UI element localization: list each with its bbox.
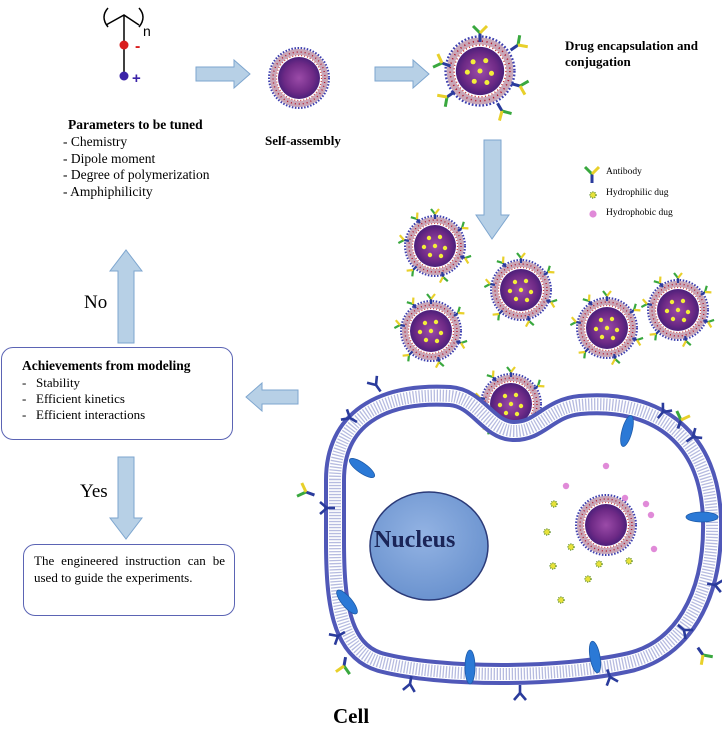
parameter-item: - Amphiphilicity	[63, 183, 153, 199]
arrow-right-2	[374, 58, 430, 90]
self-assembly-label: Self-assembly	[265, 133, 341, 148]
channel	[620, 415, 634, 447]
engineered-instruction-box: The engineered instruction can be used t…	[23, 544, 235, 616]
parameters-list: - Chemistry - Dipole moment - Degree of …	[63, 134, 210, 200]
achievements-box: Achievements from modeling -Stability -E…	[1, 347, 233, 440]
internalized-micelle	[577, 496, 635, 554]
drug-carrier	[394, 294, 467, 368]
cell-label: Cell	[333, 704, 370, 728]
arrow-up-no	[108, 249, 144, 344]
arrow-down-yes	[108, 456, 144, 540]
channel	[336, 589, 358, 615]
minus-sign: -	[135, 38, 140, 55]
arrow-down-right	[475, 139, 510, 240]
plus-sign: +	[132, 70, 141, 87]
cell-membrane	[324, 384, 722, 685]
released-hydrophobic-drugs	[562, 462, 658, 553]
legend-antibody-label: Antibody	[606, 167, 642, 177]
hydrophilic-drug-icon	[589, 191, 597, 199]
channel	[685, 511, 719, 523]
parameter-item: - Chemistry	[63, 134, 128, 149]
membrane-channels	[336, 415, 719, 685]
achievement-item: -Efficient interactions	[22, 407, 146, 422]
monomer-structure: n - +	[103, 7, 151, 87]
parameters-title: Parameters to be tuned	[68, 117, 203, 132]
channel	[588, 640, 602, 674]
legend-hydrophobic-label: Hydrophobic dug	[606, 208, 673, 218]
drug-carrier	[641, 273, 714, 347]
channel	[348, 458, 376, 478]
repeat-subscript: n	[143, 23, 151, 39]
achievements-title: Achievements from modeling	[22, 358, 191, 373]
drug-carrier	[570, 291, 643, 365]
conjugated-micelle	[431, 24, 531, 123]
channel	[464, 649, 476, 685]
negative-charge-bead	[119, 40, 129, 50]
legend-hydrophilic-label: Hydrophilic dug	[606, 188, 669, 198]
hydrophobic-drug-icon	[589, 210, 597, 218]
drug-carrier	[484, 253, 557, 327]
drug-title-line2: conjugation	[565, 54, 631, 69]
achievement-item: -Efficient kinetics	[22, 391, 125, 406]
nucleus	[369, 491, 489, 601]
self-assembled-micelle	[270, 49, 328, 107]
flow-arrows	[108, 58, 510, 540]
drug-carrier	[398, 209, 471, 283]
achievement-item: -Stability	[22, 375, 81, 390]
parameter-item: - Degree of polymerization	[63, 167, 210, 182]
arrow-right-1	[195, 58, 251, 90]
yes-label: Yes	[80, 481, 108, 502]
arrow-left	[245, 381, 299, 413]
legend-icons	[583, 165, 601, 218]
parameter-item: - Dipole moment	[63, 150, 156, 166]
drug-section-title: Drug encapsulation and conjugation	[565, 38, 722, 70]
nucleus-label: Nucleus	[374, 527, 456, 553]
no-label: No	[84, 292, 108, 313]
antibody-icon	[583, 165, 601, 185]
drug-title-line1: Drug encapsulation and	[565, 38, 698, 53]
positive-charge-bead	[119, 71, 129, 81]
